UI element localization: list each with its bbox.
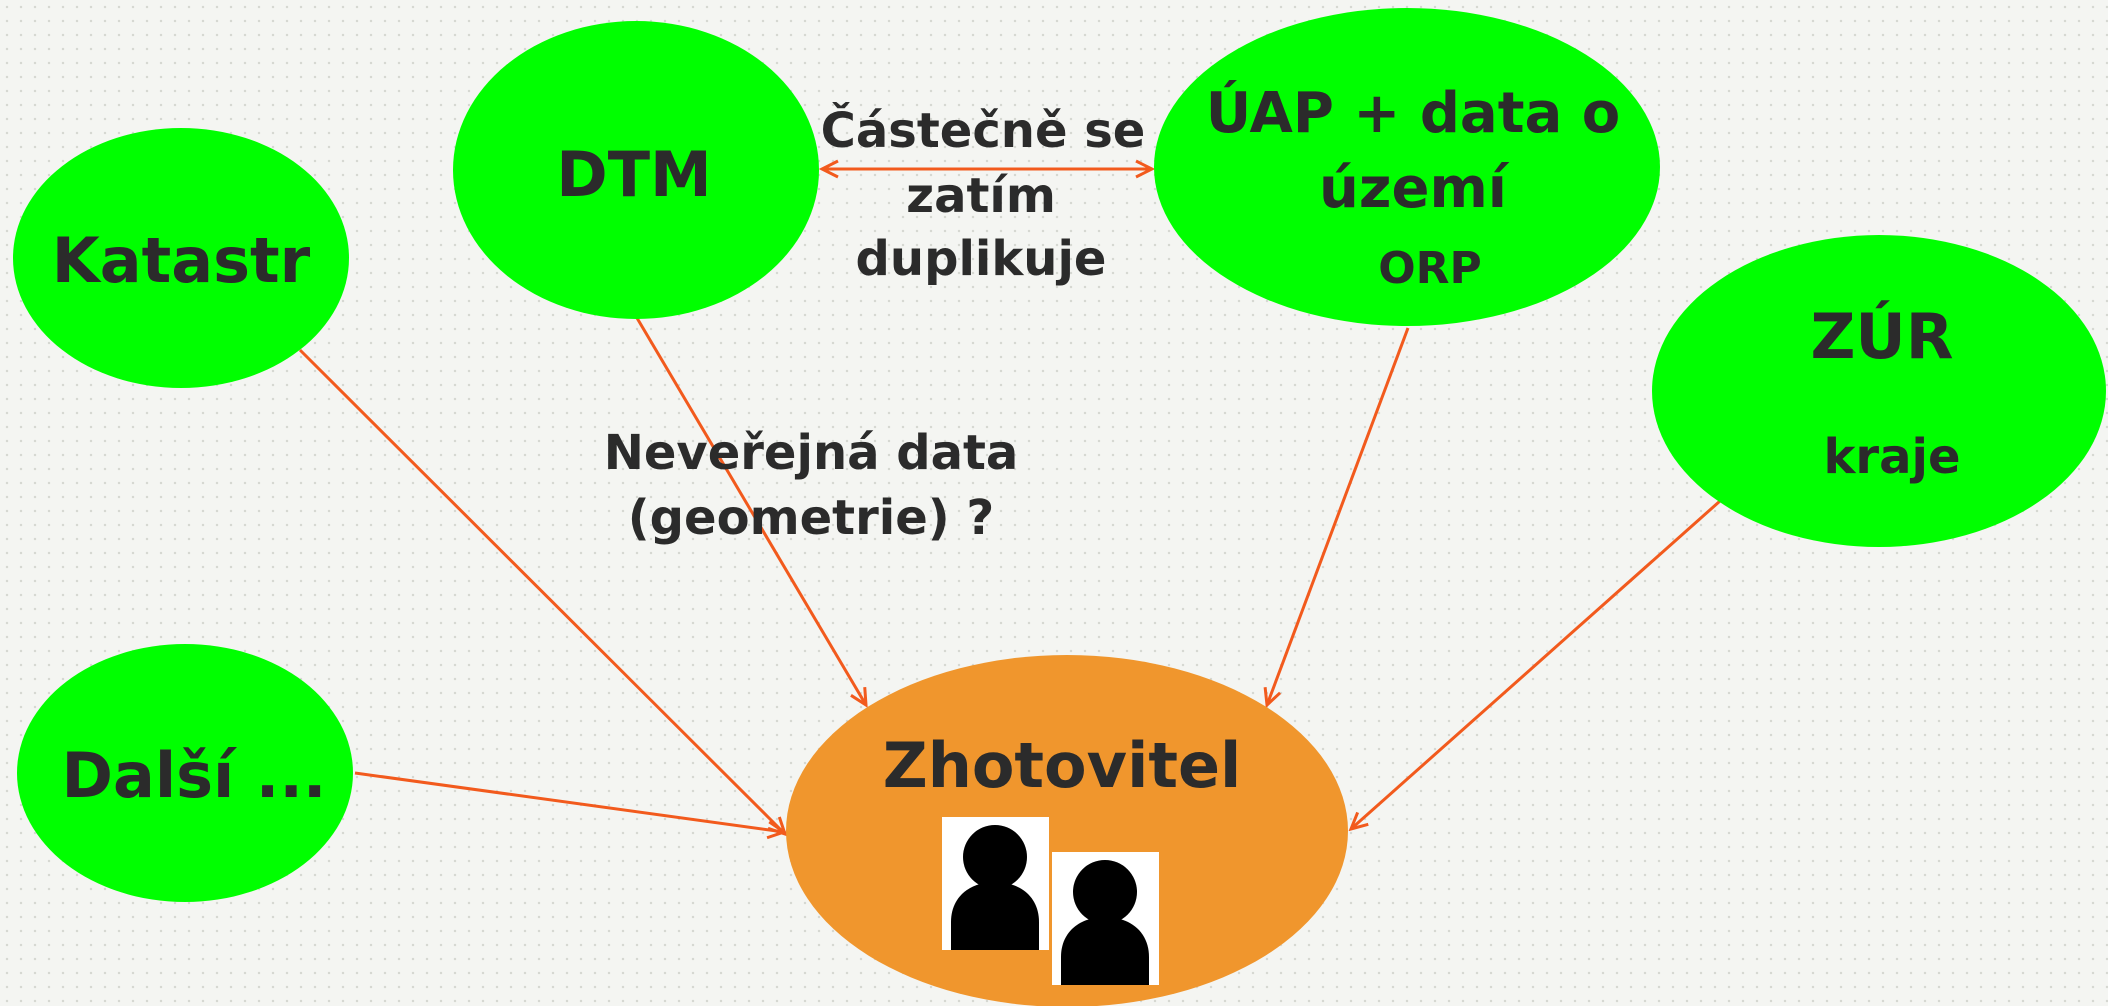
node-uap-sublabel: ORP [1378, 243, 1482, 294]
node-dtm-shape [453, 21, 819, 319]
node-zhotovitel[interactable]: Zhotovitel [786, 655, 1348, 1006]
node-zur-sublabel: kraje [1824, 429, 1961, 485]
node-uap-label-line1: ÚAP + data o [1206, 81, 1620, 146]
node-katastr-shape [13, 128, 349, 388]
node-zhotovitel-shape [786, 655, 1348, 1006]
node-uap[interactable]: ÚAP + data o území ORP [1154, 8, 1660, 326]
node-zhotovitel-label: Zhotovitel [883, 729, 1242, 802]
annotation-duplication-line3: duplikuje [856, 231, 1107, 287]
annotation-duplication: Částečně se zatím duplikuje [821, 102, 1146, 287]
annotation-duplication-line1: Částečně se [821, 102, 1146, 159]
edge-zur-zhotovitel [1351, 499, 1721, 829]
edge-dtm-zhotovitel [635, 317, 866, 705]
edge-dalsi-zhotovitel [354, 771, 784, 832]
annotation-duplication-line2: zatím [906, 168, 1056, 224]
node-katastr[interactable]: Katastr [13, 128, 349, 388]
node-zur[interactable]: ZÚR kraje [1652, 235, 2106, 547]
node-dtm[interactable]: DTM [453, 21, 819, 319]
node-dalsi[interactable]: Další ... [17, 644, 353, 902]
person-icon [942, 817, 1049, 950]
annotation-nonpublic-line2: (geometrie) ? [628, 490, 995, 546]
edge-uap-zhotovitel [1267, 327, 1410, 705]
node-katastr-label: Katastr [52, 224, 311, 297]
node-zur-shape [1652, 235, 2106, 547]
node-uap-label-line2: území [1319, 156, 1510, 221]
node-dtm-label: DTM [556, 138, 711, 211]
person-icon [1052, 852, 1159, 985]
annotation-nonpublic-line1: Neveřejná data [604, 425, 1019, 481]
node-zur-label: ZÚR [1810, 300, 1953, 373]
edge-katastr-zhotovitel [298, 348, 785, 834]
node-dalsi-shape [17, 644, 353, 902]
annotation-nonpublic: Neveřejná data (geometrie) ? [604, 425, 1019, 546]
node-dalsi-label: Další ... [62, 739, 327, 812]
node-uap-shape [1154, 8, 1660, 326]
